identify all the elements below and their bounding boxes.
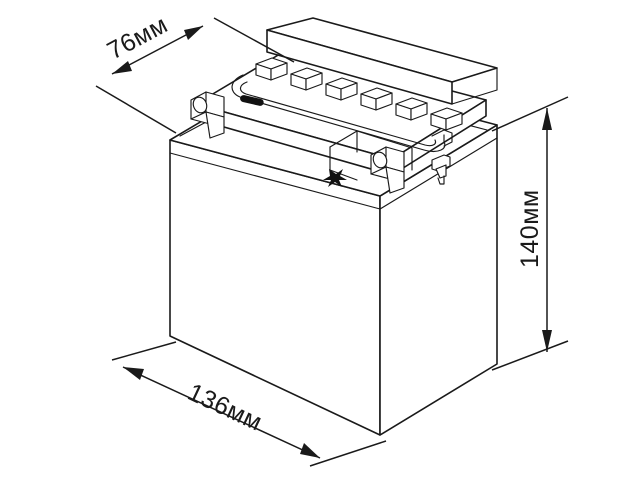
ext-line-depth-b — [213, 17, 295, 63]
cover-channel-endcap — [431, 129, 453, 147]
mounting-lug-rear-left — [190, 91, 225, 139]
arrow-depth-left — [112, 61, 132, 74]
ext-line-depth-a — [95, 85, 177, 134]
case-rim-front-edge — [169, 137, 498, 210]
ext-line-height-a — [491, 96, 569, 132]
ext-line-height-b — [491, 340, 569, 371]
arrow-width-right — [300, 443, 320, 458]
lug-base-rear — [205, 111, 225, 139]
dimension-label-height: 140мм — [516, 189, 544, 268]
cell-caps-group — [255, 57, 463, 131]
positive-terminal-mark — [323, 169, 347, 187]
dim-line-width — [122, 366, 321, 459]
dimension-label-width: 136мм — [183, 378, 266, 437]
ext-line-width-b — [309, 440, 387, 467]
arrow-depth-right — [184, 26, 203, 40]
cell-cap — [395, 97, 428, 121]
cell-cap — [290, 67, 323, 91]
arrow-height-top — [542, 108, 552, 130]
mounting-lug-front-right — [370, 146, 405, 194]
cover-channel-inner — [239, 81, 437, 147]
dimension-height-140: 140мм — [491, 96, 569, 371]
arrow-width-left — [123, 367, 144, 380]
cell-cap — [325, 77, 358, 101]
vent-nozzle — [431, 154, 451, 185]
cell-cap — [255, 57, 288, 81]
dimension-label-depth: 76мм — [103, 10, 173, 65]
ext-line-width-a — [111, 341, 177, 361]
lug-base-front — [385, 166, 405, 194]
cell-cap — [430, 107, 463, 131]
negative-terminal-mark — [240, 95, 264, 106]
cell-cap — [360, 87, 393, 111]
arrow-height-bottom — [542, 330, 552, 352]
cover-rear-rail-edge — [451, 67, 498, 105]
